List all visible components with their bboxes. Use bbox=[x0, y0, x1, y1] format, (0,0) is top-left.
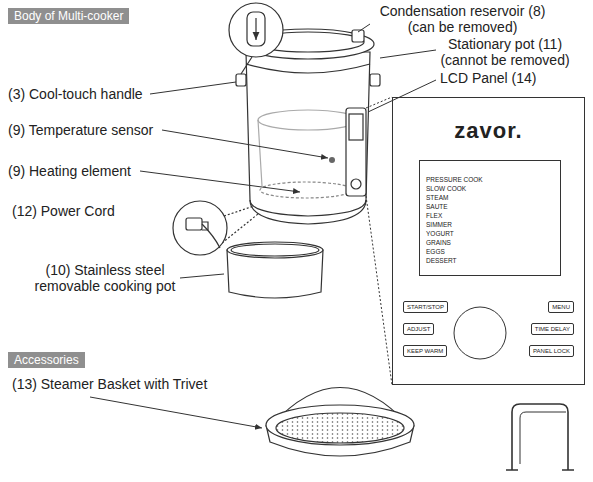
node-text: DESSERT bbox=[426, 256, 554, 265]
node-text: MENU bbox=[552, 304, 570, 310]
cooker-body bbox=[236, 29, 380, 224]
node-text: Accessories bbox=[14, 353, 79, 367]
node-text: TIME DELAY bbox=[535, 326, 570, 332]
part-label: (10) Stainless steel removable cooking p… bbox=[20, 262, 190, 294]
node-text: PRESSURE COOK bbox=[426, 175, 554, 184]
leader-lines bbox=[90, 24, 436, 428]
section-band: Body of Multi-cooker bbox=[8, 8, 129, 24]
node-text: SLOW COOK bbox=[426, 184, 554, 193]
node-text: EGGS bbox=[426, 247, 554, 256]
lcd-panel: zavor. PRESSURE COOKSLOW COOKSTEAMSAUTEFL… bbox=[392, 97, 585, 385]
part-label: LCD Panel (14) bbox=[440, 70, 537, 86]
panel-button: PANEL LOCK bbox=[529, 345, 574, 357]
part-label: (13) Steamer Basket with Trivet bbox=[12, 376, 207, 392]
part-label: Stationary pot (11) (cannot be removed) bbox=[430, 36, 580, 68]
section-band: Accessories bbox=[8, 352, 85, 368]
steamer-basket bbox=[266, 388, 414, 457]
node-text: FLEX bbox=[426, 211, 554, 220]
node-text: YOGURT bbox=[426, 229, 554, 238]
part-label: (9) Heating element bbox=[8, 163, 131, 179]
panel-button: START/STOP bbox=[403, 301, 448, 313]
node-text: START/STOP bbox=[407, 304, 444, 310]
part-label: (9) Temperature sensor bbox=[8, 122, 153, 138]
panel-button: MENU bbox=[548, 301, 574, 313]
panel-button: ADJUST bbox=[403, 323, 434, 335]
part-label: (3) Cool-touch handle bbox=[8, 86, 143, 102]
node-text: SIMMER bbox=[426, 220, 554, 229]
node-text: Body of Multi-cooker bbox=[14, 9, 123, 23]
panel-button: TIME DELAY bbox=[531, 323, 574, 335]
trivet bbox=[506, 404, 574, 470]
node-text: GRAINS bbox=[426, 238, 554, 247]
node-text: STEAM bbox=[426, 193, 554, 202]
cooking-pot bbox=[227, 242, 323, 298]
node-text: PANEL LOCK bbox=[533, 348, 570, 354]
node-text: SAUTE bbox=[426, 202, 554, 211]
node-text: zavor. bbox=[393, 118, 584, 144]
node-text: ADJUST bbox=[407, 326, 430, 332]
node-text: KEEP WARM bbox=[407, 348, 443, 354]
panel-button: KEEP WARM bbox=[403, 345, 447, 357]
handle-zoom bbox=[229, 3, 283, 74]
part-label: (12) Power Cord bbox=[12, 203, 115, 219]
lcd-screen: PRESSURE COOKSLOW COOKSTEAMSAUTEFLEXSIMM… bbox=[419, 160, 561, 276]
part-label: Condensation reservoir (8) (can be remov… bbox=[365, 3, 560, 35]
